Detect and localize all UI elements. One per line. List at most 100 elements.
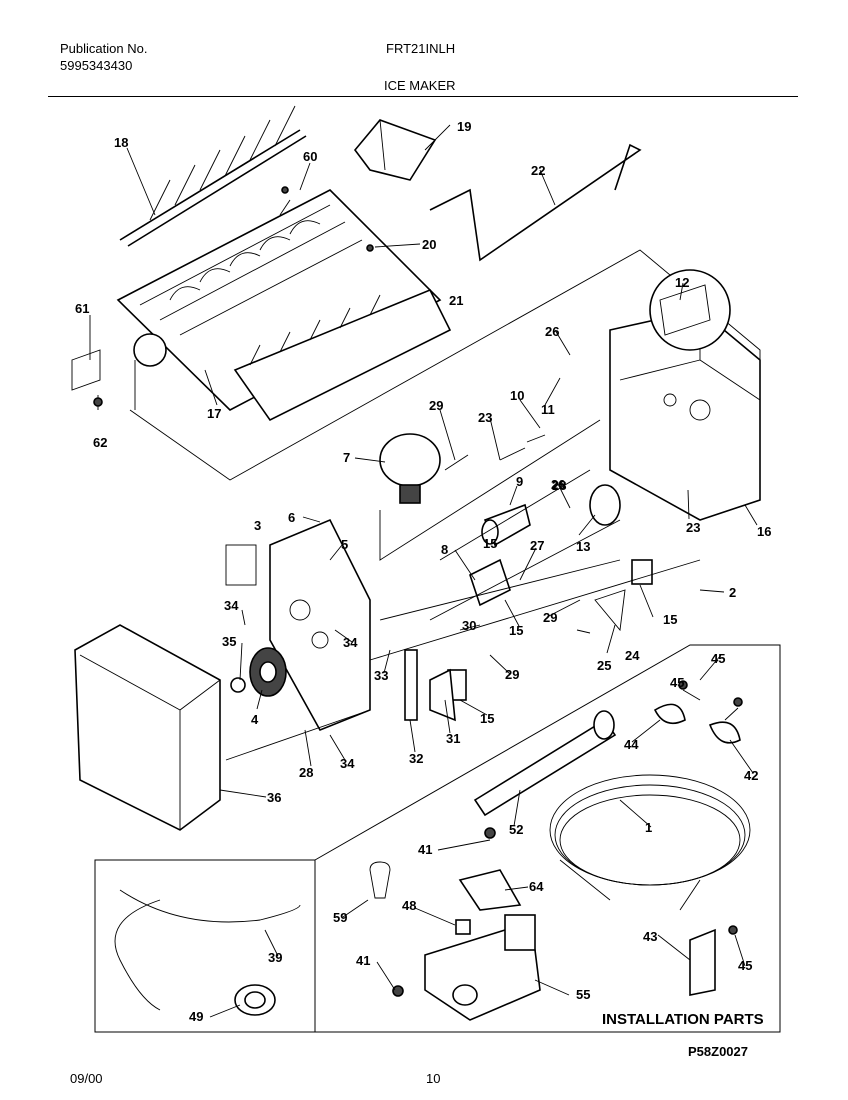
ice-mold-17 — [116, 189, 442, 411]
header-rule — [48, 96, 798, 97]
callout: 13 — [576, 539, 590, 554]
footer-date: 09/00 — [70, 1071, 103, 1086]
callout: 45 — [670, 675, 684, 690]
installation-box — [94, 644, 781, 1033]
callout: 16 — [757, 524, 771, 539]
fill-tube-52 — [473, 710, 617, 817]
callout: 41 — [356, 953, 370, 968]
callout: 21 — [449, 293, 463, 308]
callout: 29 — [429, 398, 443, 413]
publication-label: Publication No. — [60, 41, 148, 56]
callout: 12 — [675, 275, 689, 290]
callout: 42 — [744, 768, 758, 783]
stripper-21 — [233, 288, 452, 422]
callout: 43 — [643, 929, 657, 944]
grommet-49 — [234, 984, 276, 1016]
callout: 60 — [303, 149, 317, 164]
callout: 44 — [624, 737, 639, 752]
callout: 62 — [93, 435, 107, 450]
callout: 41 — [418, 842, 432, 857]
callout: 7 — [343, 450, 350, 465]
callout: 11 — [541, 402, 555, 417]
callout: 29 — [543, 610, 557, 625]
callout: 28 — [299, 765, 313, 780]
bracket-32 — [404, 649, 418, 721]
callout: 2 — [729, 585, 736, 600]
wire-harness-detail-12 — [649, 269, 731, 351]
clamp-44 — [653, 703, 686, 725]
screw-45 — [678, 680, 688, 690]
clip-64 — [458, 869, 522, 911]
drawing-code: P58Z0027 — [688, 1044, 748, 1059]
callout: 9 — [516, 474, 523, 489]
callout: 55 — [576, 987, 590, 1002]
callout: 15 — [663, 612, 677, 627]
callout: 23 — [478, 410, 492, 425]
callout: 28 — [552, 478, 566, 493]
callout: 20 — [422, 237, 436, 252]
mounting-plate-5 — [269, 518, 371, 732]
callout: 26 — [551, 477, 565, 492]
callout: 25 — [597, 658, 611, 673]
callout: 4 — [251, 712, 259, 727]
switch-8 — [469, 558, 511, 607]
callout: 18 — [114, 135, 128, 150]
callout: 6 — [288, 510, 295, 525]
fill-cup-19 — [353, 119, 437, 181]
callout: 34 — [224, 598, 239, 613]
section-title: ICE MAKER — [384, 78, 456, 93]
motor-7 — [379, 433, 441, 504]
callout: 22 — [531, 163, 545, 178]
callout-labels: 1 2 3 4 5 6 7 8 9 10 11 12 13 15 15 15 1… — [75, 119, 771, 1024]
lever-24 — [594, 589, 626, 632]
callout: 30 — [462, 618, 476, 633]
callout: 10 — [510, 388, 524, 403]
bracket-43 — [689, 928, 716, 996]
callout: 45 — [711, 651, 725, 666]
callout: 1 — [645, 820, 652, 835]
callout: 64 — [529, 879, 544, 894]
callout: 45 — [738, 958, 752, 973]
front-cover-36 — [74, 624, 221, 831]
shutoff-arm-22 — [429, 143, 642, 262]
bracket-61 — [71, 349, 101, 391]
callout: 32 — [409, 751, 423, 766]
thermostat-13 — [589, 484, 621, 526]
screw-41 — [484, 827, 496, 839]
installation-parts-label: INSTALLATION PARTS — [602, 1011, 764, 1028]
callout: 48 — [402, 898, 416, 913]
callout: 34 — [340, 756, 355, 771]
callout: 33 — [374, 668, 388, 683]
callout: 24 — [625, 648, 640, 663]
callout: 34 — [343, 635, 358, 650]
callout: 17 — [207, 406, 221, 421]
model-number: FRT21INLH — [386, 41, 456, 56]
callout: 3 — [254, 518, 261, 533]
shield-31 — [429, 668, 456, 722]
callout: 39 — [268, 950, 282, 965]
callout: 29 — [505, 667, 519, 682]
label-3 — [225, 544, 257, 586]
callout: 15 — [509, 623, 523, 638]
callout: 31 — [446, 731, 460, 746]
sleeve-59 — [369, 861, 391, 899]
page-number: 10 — [426, 1071, 441, 1086]
water-tube-1 — [549, 774, 751, 911]
nut-48 — [455, 919, 471, 935]
callout: 8 — [441, 542, 448, 557]
callout: 26 — [545, 324, 559, 339]
clamp-42 — [708, 721, 741, 744]
wire-harness-39 — [114, 889, 301, 1011]
washer-35 — [230, 677, 246, 693]
publication-number: 5995343430 — [60, 58, 133, 73]
water-valve-55 — [424, 914, 541, 1021]
ejector-blade-18 — [119, 105, 307, 247]
cam-9 — [481, 503, 531, 547]
callout: 23 — [686, 520, 700, 535]
callout: 5 — [341, 537, 348, 552]
callout: 15 — [480, 711, 494, 726]
callout: 19 — [457, 119, 471, 134]
callout: 59 — [333, 910, 347, 925]
callout: 27 — [530, 538, 544, 553]
